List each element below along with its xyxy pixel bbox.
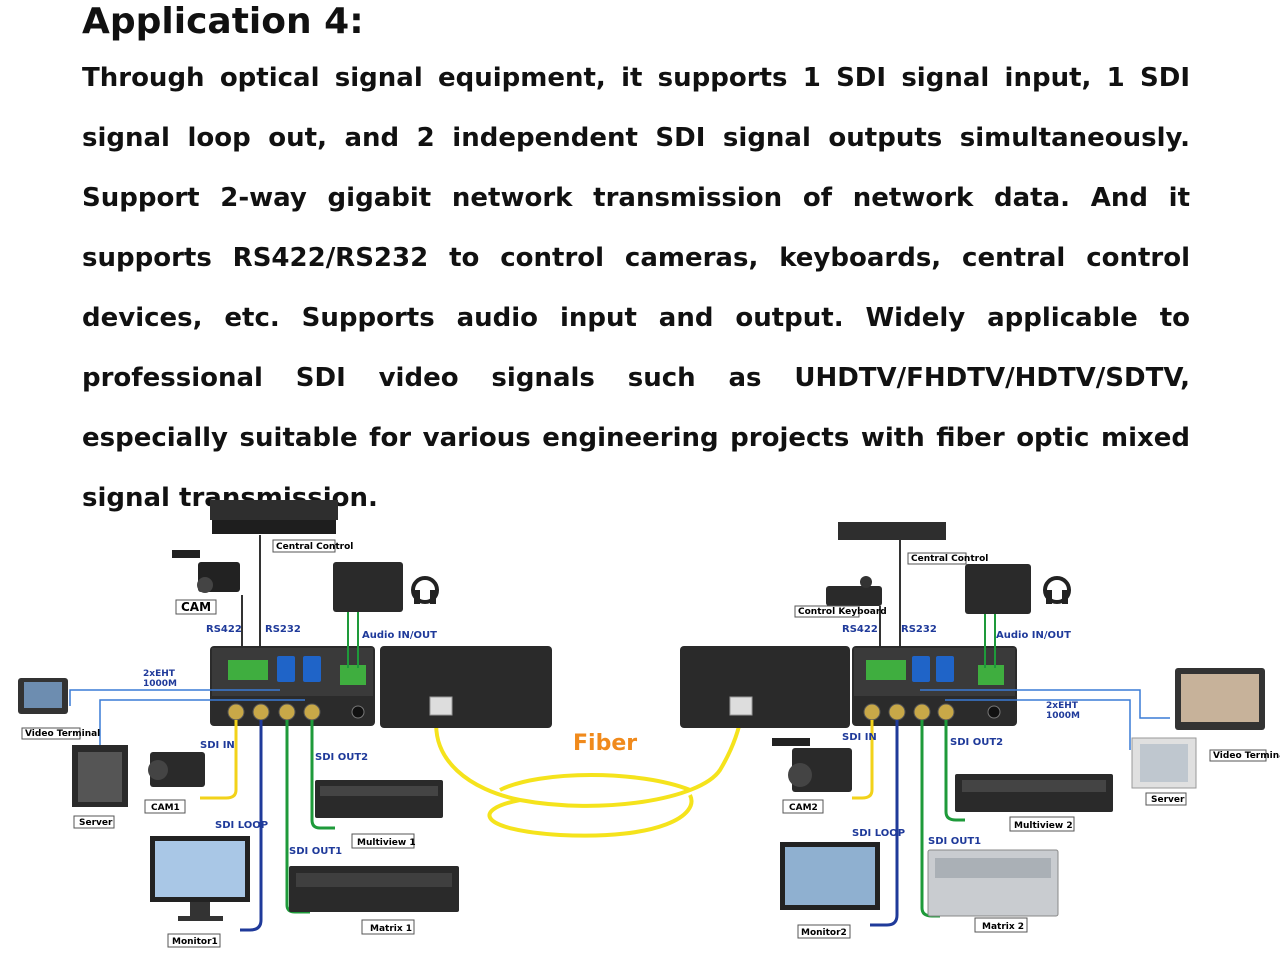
left-sdi-out2-label: SDI OUT2 — [315, 752, 368, 763]
right-audio-mixer — [965, 564, 1071, 668]
left-central-control-label: Central Control — [276, 542, 353, 552]
right-server-label: Server — [1151, 795, 1185, 805]
left-monitor-label: Monitor1 — [172, 937, 218, 947]
left-server-label: Server — [79, 818, 113, 828]
right-matrix — [927, 849, 1059, 917]
right-server — [1131, 737, 1197, 789]
right-cam2-icon — [772, 738, 852, 792]
right-eth-label: 2xEHT — [1046, 701, 1079, 711]
left-rs422-label: RS422 — [206, 624, 242, 635]
left-cam1-icon — [148, 752, 205, 787]
right-network-lines — [920, 689, 1170, 750]
right-monitor — [780, 842, 880, 910]
left-site: Central Control CAM RS422 RS232 Audio IN… — [18, 500, 552, 948]
right-sdi-loop-label: SDI LOOP — [852, 828, 905, 839]
right-sdi-out2-cable — [944, 720, 965, 822]
right-sdi-loop-cable — [870, 720, 899, 927]
right-matrix-label: Matrix 2 — [982, 922, 1024, 932]
right-central-control: Central Control — [838, 522, 988, 646]
right-multiview-label: Multiview 2 — [1014, 821, 1073, 831]
right-control-keyboard — [826, 576, 882, 646]
left-video-terminal-label: Video Terminal — [25, 729, 100, 739]
left-sdi-in-cable — [200, 720, 238, 800]
right-video-terminal-label: Video Terminal — [1213, 751, 1280, 761]
right-sdi-in-cable — [852, 720, 874, 800]
right-sdi-in-label: SDI IN — [842, 732, 877, 743]
description-paragraph: Through optical signal equipment, it sup… — [82, 63, 1190, 513]
left-multiview — [315, 780, 443, 818]
left-matrix-label: Matrix 1 — [370, 924, 412, 934]
left-central-control: Central Control — [210, 500, 353, 646]
fiber-application-diagram: Fiber Central Control — [18, 500, 1280, 948]
fiber-label: Fiber — [573, 731, 637, 756]
left-cam-label: CAM — [181, 600, 211, 614]
left-server — [72, 745, 128, 807]
left-rs232-label: RS232 — [265, 624, 301, 635]
left-eth-label: 2xEHT — [143, 669, 176, 679]
right-video-terminal — [1175, 668, 1265, 730]
left-audio-mixer — [333, 562, 439, 668]
right-eth-speed-label: 1000M — [1046, 711, 1080, 721]
right-sdi-out1-label: SDI OUT1 — [928, 836, 981, 847]
right-central-control-label: Central Control — [911, 554, 988, 564]
right-rs232-label: RS232 — [901, 624, 937, 635]
left-sdi-loop-label: SDI LOOP — [215, 820, 268, 831]
left-cam1-label: CAM1 — [151, 803, 180, 813]
fiber-cable — [434, 711, 744, 838]
left-eth-speed-label: 1000M — [143, 679, 177, 689]
right-monitor-label: Monitor2 — [801, 928, 847, 938]
right-audio-label: Audio IN/OUT — [996, 630, 1071, 641]
left-transceiver — [210, 646, 552, 728]
left-matrix — [289, 866, 459, 912]
left-monitor — [150, 836, 250, 921]
left-sdi-loop-cable — [240, 720, 263, 932]
left-video-terminal — [18, 678, 68, 714]
left-audio-label: Audio IN/OUT — [362, 630, 437, 641]
right-cam2-label: CAM2 — [789, 803, 818, 813]
right-sdi-out2-label: SDI OUT2 — [950, 737, 1003, 748]
left-sdi-in-label: SDI IN — [200, 740, 235, 751]
left-sdi-out2-cable — [310, 720, 335, 830]
right-control-keyboard-label: Control Keyboard — [798, 607, 887, 617]
right-site: Central Control Control Keyboard RS422 R… — [680, 522, 1280, 939]
left-sdi-out1-label: SDI OUT1 — [289, 846, 342, 857]
page-title: Application 4: — [82, 1, 364, 42]
left-multiview-label: Multiview 1 — [357, 838, 416, 848]
left-cam-icon — [172, 550, 243, 646]
right-multiview — [955, 774, 1113, 812]
right-rs422-label: RS422 — [842, 624, 878, 635]
right-transceiver — [680, 646, 1017, 728]
